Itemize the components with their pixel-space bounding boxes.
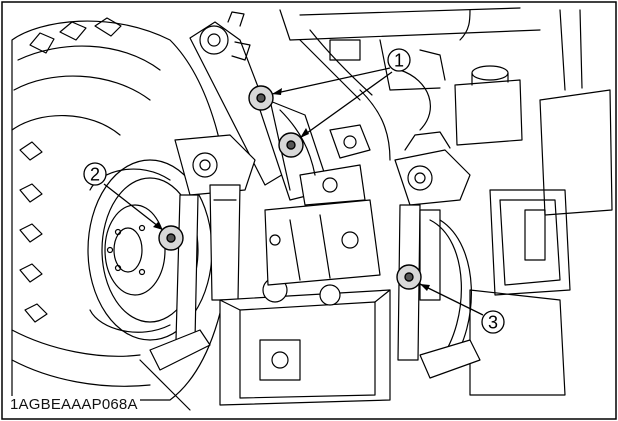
left-lift-arm [174, 134, 256, 196]
callout-2: 2 [83, 162, 107, 186]
leader-lines [103, 67, 484, 316]
center-mechanism [264, 124, 381, 286]
callout-1: 1 [387, 48, 411, 72]
grease-fitting-markers [158, 85, 422, 290]
arrow-icon [103, 183, 164, 231]
hitch-housing [219, 277, 391, 406]
cab-frame [279, 7, 541, 91]
callout-3: 3 [481, 310, 505, 334]
reservoir-tank [454, 65, 523, 146]
grease-fitting-icon [158, 225, 184, 251]
grease-fitting-icon [248, 85, 274, 111]
callout-2-label: 2 [90, 165, 100, 185]
callout-3-label: 3 [488, 313, 498, 333]
arrow-icon [419, 283, 484, 316]
grease-fitting-icon [278, 132, 304, 158]
arrow-icon [299, 71, 393, 139]
arrow-icon [271, 67, 391, 95]
right-lift-arm [394, 131, 471, 206]
grease-fitting-icon [396, 264, 422, 290]
callout-1-label: 1 [394, 51, 404, 71]
right-frame [469, 9, 613, 396]
figure-code: 1AGBEAAAP068A [8, 396, 140, 413]
lower-links [139, 329, 481, 411]
